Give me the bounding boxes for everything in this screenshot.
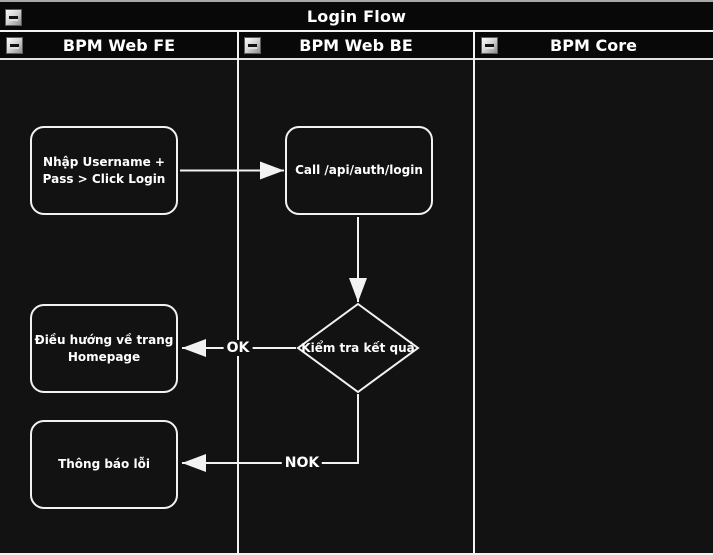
minus-icon <box>485 44 494 47</box>
node-call-login-api[interactable]: Call /api/auth/login <box>285 126 433 215</box>
lane-header-bpm-web-be: BPM Web BE <box>238 32 474 58</box>
node-label: Thông báo lỗi <box>58 457 150 471</box>
lane-divider-be-core <box>473 32 475 553</box>
lane-fe-collapse-button[interactable] <box>6 37 23 54</box>
node-label: Điều hướng về trang Homepage <box>34 332 174 364</box>
pool-title: Login Flow <box>306 6 407 26</box>
minus-icon <box>248 44 257 47</box>
lane-label: BPM Web BE <box>299 35 413 55</box>
lane-core-collapse-button[interactable] <box>481 37 498 54</box>
node-check-result[interactable]: Kiểm tra kết quả <box>298 304 418 392</box>
pool-top-border <box>0 0 713 2</box>
edge-label-ok: OK <box>223 340 253 356</box>
lane-divider-fe-be <box>237 32 239 553</box>
node-label: Nhập Username + Pass > Click Login <box>42 154 166 186</box>
pool-bottom-border <box>0 553 713 555</box>
lane-label: BPM Core <box>550 35 637 55</box>
node-enter-credentials[interactable]: Nhập Username + Pass > Click Login <box>30 126 178 215</box>
pool-header: Login Flow <box>0 2 713 30</box>
lane-header-separator <box>0 58 713 60</box>
pool-title-separator <box>0 30 713 32</box>
minus-icon <box>9 16 18 19</box>
node-label: Kiểm tra kết quả <box>301 341 415 355</box>
lane-label: BPM Web FE <box>62 35 176 55</box>
pool-collapse-button[interactable] <box>5 9 22 26</box>
lane-header-row: BPM Web FE BPM Web BE BPM Core <box>0 32 713 58</box>
lane-header-bpm-core: BPM Core <box>474 32 713 58</box>
minus-icon <box>10 44 19 47</box>
node-label: Call /api/auth/login <box>295 163 423 177</box>
node-show-error[interactable]: Thông báo lỗi <box>30 420 178 509</box>
node-redirect-homepage[interactable]: Điều hướng về trang Homepage <box>30 304 178 393</box>
lane-header-bpm-web-fe: BPM Web FE <box>0 32 238 58</box>
lane-be-collapse-button[interactable] <box>244 37 261 54</box>
edge-label-nok: NOK <box>281 455 323 471</box>
